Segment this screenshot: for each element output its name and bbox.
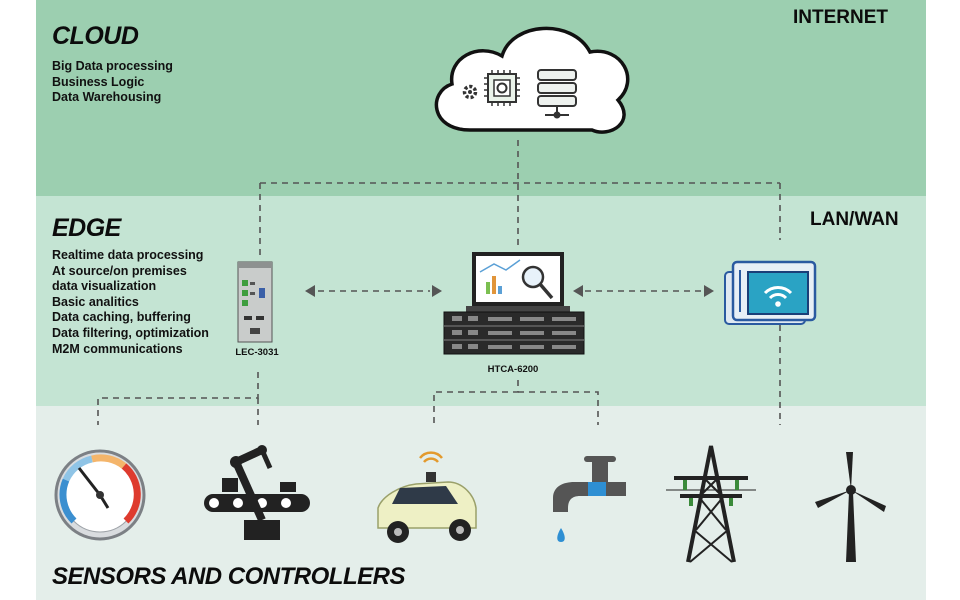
water-tap-icon: [553, 456, 626, 542]
edge-feature: At source/on premises: [52, 263, 187, 278]
cloud-feature: Data Warehousing: [52, 90, 162, 105]
power-pylon-icon: [666, 445, 756, 563]
edge-feature: M2M communications: [52, 341, 183, 356]
htca-6200-label: HTCA-6200: [487, 364, 539, 375]
cloud-feature: Business Logic: [52, 74, 145, 89]
lec-3031-label: LEC-3031: [235, 347, 279, 358]
gear-icon: [462, 84, 478, 100]
arrowheads: [305, 285, 714, 297]
lan-wan-tag: LAN/WAN: [810, 209, 899, 230]
edge-feature: Realtime data processing: [52, 248, 204, 262]
sensors-band: [36, 406, 926, 600]
edge-heading: EDGE: [52, 214, 121, 242]
gauge-icon: [54, 449, 146, 541]
robot-arm-conveyor-icon: [204, 445, 310, 540]
internet-tag: INTERNET: [793, 7, 888, 28]
connector-lines: [97, 140, 781, 425]
processor-chip-icon: [484, 70, 520, 106]
sensors-heading: SENSORS AND CONTROLLERS: [52, 563, 405, 590]
edge-feature: Data filtering, optimization: [52, 325, 209, 340]
cloud-feature-list: Big Data processing Business Logic Data …: [52, 59, 173, 106]
cloud-icon: [434, 26, 630, 134]
edge-feature: data visualization: [52, 279, 157, 294]
database-server-icon: [537, 69, 577, 119]
cloud-heading: CLOUD: [52, 22, 139, 50]
autonomous-car-icon: [377, 451, 477, 543]
cloud-feature: Big Data processing: [52, 59, 173, 73]
edge-feature-list: Realtime data processing At source/on pr…: [52, 248, 209, 357]
wind-turbine-icon: [815, 452, 886, 562]
htca-6200-device-icon: [443, 252, 585, 355]
lec-3031-device-icon: [237, 261, 273, 343]
wireless-gateway-icon: [724, 260, 817, 325]
edge-feature: Data caching, buffering: [52, 310, 191, 325]
edge-feature: Basic analitics: [52, 294, 139, 309]
